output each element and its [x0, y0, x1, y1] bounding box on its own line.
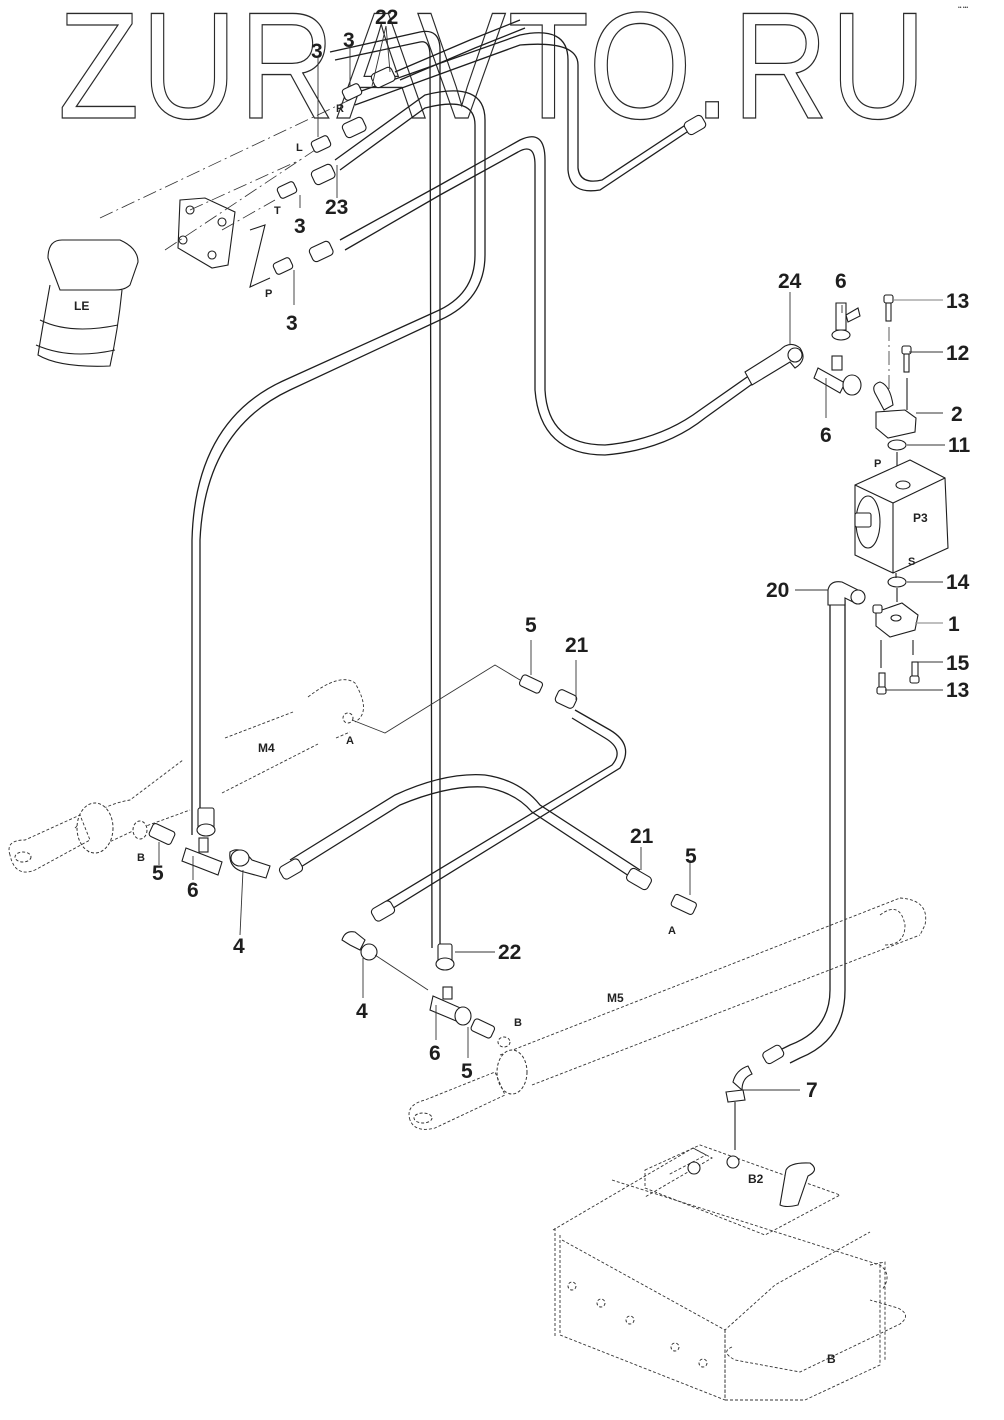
pipe-22-vertical-a	[329, 30, 441, 948]
fitting-3-r	[341, 83, 363, 101]
callout-13: 13	[946, 290, 969, 313]
pump-assembly: P P3 S	[744, 294, 949, 695]
pipe-20-a	[779, 600, 831, 1051]
pipe-upper-loop-b	[354, 43, 691, 182]
callout-23: 23	[325, 196, 348, 219]
callout-11: 11	[948, 434, 971, 457]
hose-nut-r	[341, 116, 367, 139]
callout-3: 3	[311, 40, 323, 63]
fitting-3-t	[276, 181, 298, 199]
pipe-21-upper-a	[389, 709, 627, 911]
pipe-top-right-a	[394, 19, 521, 73]
pipe-22-vertical-b	[334, 41, 433, 949]
fittings-top-left	[272, 66, 707, 275]
valve-flange	[99, 94, 361, 288]
fittings-m5	[341, 867, 697, 1039]
pipe-upper-loop-a	[349, 32, 691, 192]
callout-6: 6	[187, 879, 199, 902]
callout-22: 22	[375, 6, 398, 29]
label-b: B	[827, 1352, 836, 1366]
ports-le: R L T P	[265, 103, 344, 300]
label-m4-b: B	[137, 852, 145, 864]
fitting-3-l	[310, 135, 332, 153]
pipe-top-right-b	[399, 27, 526, 81]
callout-6: 6	[429, 1042, 441, 1065]
label-port-p: P	[265, 288, 272, 300]
label-pump-s: S	[908, 556, 915, 568]
callout-4: 4	[233, 935, 245, 958]
pipe-21-lower-a	[289, 774, 641, 871]
tank-b: B2 B	[552, 1144, 906, 1401]
leader-lines	[158, 25, 945, 1091]
callout-12: 12	[946, 342, 969, 365]
fitting-3-p	[272, 257, 294, 275]
callout-5: 5	[525, 614, 537, 637]
label-port-t: T	[274, 205, 281, 217]
callout-14: 14	[946, 571, 970, 594]
cylinder-m5: M5 A B	[408, 897, 927, 1130]
callout-5: 5	[461, 1060, 473, 1083]
callout-21: 21	[565, 634, 589, 657]
callout-3: 3	[294, 215, 306, 238]
label-port-l: L	[296, 142, 303, 154]
hose-nut-top-right	[683, 114, 707, 136]
pipe-23-b	[191, 103, 476, 835]
corner-mark: •• •••	[958, 5, 968, 11]
pipe-21-upper-b	[379, 717, 618, 906]
callout-22: 22	[498, 941, 521, 964]
label-m5: M5	[607, 991, 624, 1005]
callout-13: 13	[946, 679, 969, 702]
steering-unit-le: LE	[35, 239, 139, 367]
callout-7: 7	[806, 1079, 818, 1102]
pipe-20-b	[789, 600, 846, 1064]
callout-2: 2	[951, 403, 963, 426]
callout-4: 4	[356, 1000, 368, 1023]
callout-20: 20	[766, 579, 789, 602]
hose-nut-p	[308, 240, 334, 263]
label-m5-b: B	[514, 1017, 522, 1029]
callout-5: 5	[685, 845, 697, 868]
callout-1: 1	[948, 613, 960, 636]
label-m5-a: A	[668, 925, 676, 937]
watermark-text: ZURAVTO.RU	[58, 0, 928, 151]
part-callouts: 3 3 22 3 23 3 24 6 13 12 2 6 11 14 20 1 …	[152, 6, 971, 1102]
pipe-21-lower-b	[295, 786, 633, 879]
label-pump-p: P	[874, 458, 881, 470]
cylinder-m4: M4 A B	[8, 664, 521, 873]
callout-3: 3	[286, 312, 298, 335]
label-b2: B2	[748, 1172, 764, 1186]
pipe-23-a	[199, 90, 486, 835]
callout-24: 24	[778, 270, 802, 293]
label-le: LE	[74, 299, 89, 313]
callout-21: 21	[630, 825, 654, 848]
callout-6: 6	[835, 270, 847, 293]
label-port-r: R	[336, 103, 344, 115]
label-m4-a: A	[346, 735, 354, 747]
pipe-p-a	[339, 136, 751, 446]
label-p3: P3	[913, 511, 928, 525]
pipe-p-b	[344, 148, 756, 456]
label-m4: M4	[258, 741, 275, 755]
fittings-m4	[148, 674, 578, 880]
hose-nut-23	[310, 163, 336, 186]
elbow-7	[725, 1044, 785, 1150]
callout-6: 6	[820, 424, 832, 447]
callout-3: 3	[343, 29, 355, 52]
callout-5: 5	[152, 862, 164, 885]
callout-15: 15	[946, 652, 970, 675]
pipe-network	[191, 19, 846, 1064]
